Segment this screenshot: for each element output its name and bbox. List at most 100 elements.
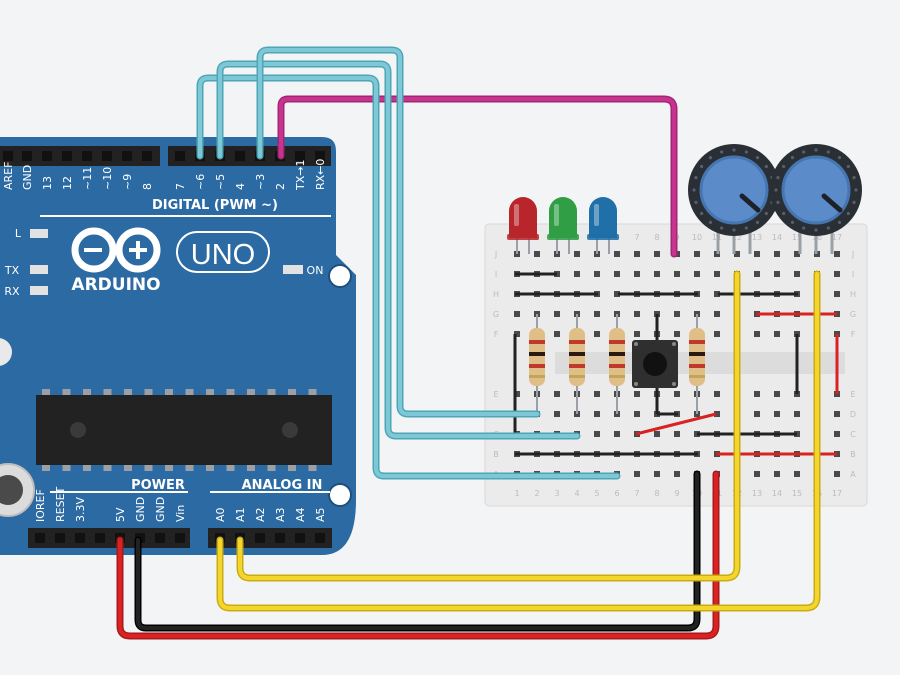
- potentiometer-tick: [700, 164, 704, 169]
- chip-pin: [103, 465, 112, 471]
- led-on-label: ON: [307, 264, 324, 277]
- potentiometer-knob: [770, 144, 862, 254]
- breadboard-hole: [794, 411, 800, 417]
- digital-pin-label: RX←0: [314, 159, 327, 190]
- power-pin-label: GND: [134, 497, 147, 522]
- resistor-band: [529, 352, 545, 356]
- reset-button[interactable]: [0, 338, 12, 366]
- breadboard-hole: [594, 311, 600, 317]
- breadboard-hole: [834, 471, 840, 477]
- wire-red-5v: [118, 472, 718, 638]
- mounting-hole: [328, 264, 352, 288]
- potentiometer-tick: [776, 176, 780, 180]
- digital-pin-label: GND: [21, 165, 34, 190]
- breadboard-hole: [734, 251, 740, 257]
- analog-pin-label: A1: [234, 507, 247, 522]
- breadboard-hole: [774, 251, 780, 257]
- breadboard-hole: [714, 271, 720, 277]
- potentiometer-tick: [700, 211, 704, 216]
- power-header-label: POWER: [131, 478, 185, 493]
- resistor-band: [529, 364, 545, 368]
- led-rim: [547, 234, 579, 240]
- digital-pin-label: ~11: [81, 167, 94, 190]
- digital-pin-label: AREF: [2, 162, 15, 190]
- resistor: [689, 314, 705, 414]
- breadboard-row-letter-right: E: [850, 390, 855, 399]
- chip-pin: [206, 465, 214, 471]
- chip-pin: [83, 389, 91, 395]
- breadboard-hole: [714, 411, 720, 417]
- breadboard-column-number-top: 10: [692, 233, 702, 242]
- breadboard-hole: [634, 471, 640, 477]
- resistor-band: [689, 375, 705, 378]
- chip-pin: [185, 389, 194, 395]
- potentiometer-tick: [852, 176, 856, 180]
- led-green: [547, 197, 579, 254]
- digital-pin-socket: [235, 151, 245, 161]
- breadboard-column-number-bottom: 2: [534, 489, 539, 498]
- potentiometer-tick: [782, 211, 786, 216]
- breadboard-hole: [714, 311, 720, 317]
- power-pin-label: GND: [154, 497, 167, 522]
- power-pin-label: 3.3V: [74, 497, 87, 522]
- breadboard-row-letter-left: E: [493, 390, 498, 399]
- potentiometer-tick: [708, 220, 713, 224]
- chip-pin: [226, 465, 235, 471]
- breadboard-hole: [614, 271, 620, 277]
- resistor-band: [689, 340, 705, 344]
- potentiometer-tick: [694, 200, 698, 204]
- potentiometer-knob: [688, 144, 780, 254]
- chip-pin: [267, 465, 276, 471]
- breadboard-hole: [754, 331, 760, 337]
- digital-pin-label: 8: [141, 183, 154, 190]
- breadboard-hole: [594, 331, 600, 337]
- breadboard-hole: [594, 391, 600, 397]
- analog-pin-label: A4: [294, 507, 307, 522]
- analog-header-label: ANALOG IN: [242, 478, 323, 493]
- chip-dot: [70, 422, 86, 438]
- led-group[interactable]: [507, 197, 619, 254]
- power-pin-label: 5V: [114, 507, 127, 522]
- breadboard-row-letter-left: B: [493, 450, 499, 459]
- breadboard-row-letter-left: F: [494, 330, 499, 339]
- push-button-cap[interactable]: [643, 352, 667, 376]
- breadboard-hole: [834, 251, 840, 257]
- resistor-band: [529, 340, 545, 344]
- wire-magenta: [279, 97, 676, 256]
- chip-pin: [247, 389, 255, 395]
- digital-pin-label: ~5: [214, 174, 227, 190]
- mounting-hole: [328, 483, 352, 507]
- chip-pin: [124, 465, 132, 471]
- chip-pin: [124, 389, 132, 395]
- led-body: [549, 197, 577, 238]
- breadboard-hole: [554, 391, 560, 397]
- wire-cyan-pin5: [218, 62, 579, 438]
- potentiometer-tick: [764, 164, 768, 169]
- power-header: [28, 528, 190, 548]
- digital-pin-socket: [142, 151, 152, 161]
- resistor-band: [689, 352, 705, 356]
- potentiometer-tick: [744, 226, 748, 230]
- chip-pin: [226, 389, 235, 395]
- wires: [116, 46, 821, 640]
- potentiometer-tick: [776, 200, 780, 204]
- potentiometer-group[interactable]: [688, 144, 862, 254]
- potentiometer-tick: [744, 150, 748, 154]
- potentiometer-tick: [837, 220, 842, 224]
- potentiometer-tick: [802, 226, 806, 230]
- chip-pin: [267, 389, 276, 395]
- potentiometer-tick: [694, 176, 698, 180]
- push-button[interactable]: [632, 340, 678, 388]
- breadboard-hole: [634, 251, 640, 257]
- breadboard-column-number-bottom: 9: [674, 489, 679, 498]
- potentiometer-tick: [720, 226, 724, 230]
- led-body: [589, 197, 617, 238]
- breadboard-hole: [714, 331, 720, 337]
- chip-pin: [62, 465, 71, 471]
- led-highlight: [514, 204, 519, 226]
- power-pin-socket: [75, 533, 85, 543]
- breadboard-row-letter-right: I: [852, 270, 854, 279]
- analog-pin-socket: [315, 533, 325, 543]
